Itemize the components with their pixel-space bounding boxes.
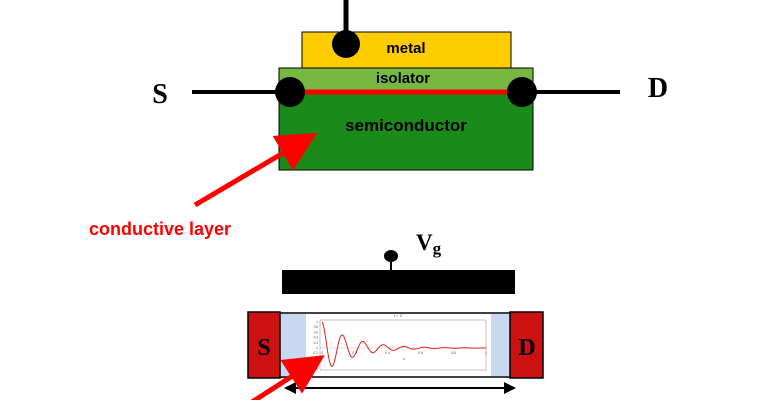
source-electrode bbox=[247, 311, 281, 379]
bottom-drain-label: D bbox=[518, 335, 535, 361]
plot-y-tick-label: -0.4 bbox=[313, 356, 319, 360]
isolator-label: isolator bbox=[376, 70, 430, 87]
top-source-label: S bbox=[152, 79, 168, 110]
semiconductor-label: semiconductor bbox=[345, 116, 467, 135]
plot-y-tick-label: 0.6 bbox=[314, 330, 319, 334]
plot-y-tick-label: 0.2 bbox=[314, 341, 319, 345]
gate-contact bbox=[332, 30, 360, 58]
plot-y-tick-label: 0.8 bbox=[314, 325, 319, 329]
drain-contact bbox=[507, 77, 537, 107]
plot-y-tick-label: -0.8 bbox=[313, 367, 319, 371]
plot-area bbox=[319, 319, 487, 371]
top-drain-label: D bbox=[648, 73, 668, 104]
plot-x-tick-label: 0 bbox=[321, 351, 323, 355]
damped-wave-curve bbox=[321, 321, 486, 368]
channel-right-edge bbox=[491, 314, 510, 376]
bottom-source-label: S bbox=[257, 335, 270, 361]
plot-y-tick-label: 0.4 bbox=[314, 336, 319, 340]
metal-label: metal bbox=[386, 40, 425, 57]
plot-y-tick-label: 1 bbox=[316, 320, 318, 324]
plot-title: t = 0 bbox=[394, 313, 403, 318]
plot-x-ticks: 0 0.2 0.4 0.6 0.8 1 bbox=[321, 351, 487, 355]
drain-electrode bbox=[509, 311, 544, 379]
semiconductor-layer bbox=[278, 89, 534, 171]
plot-y-tick-label: -0.6 bbox=[313, 362, 319, 366]
plot-y-tick-label: 0 bbox=[316, 346, 318, 350]
gate-voltage-label: Vg bbox=[416, 230, 442, 258]
plot-x-tick-label: 0.2 bbox=[352, 351, 357, 355]
source-contact bbox=[275, 77, 305, 107]
gate-terminal-knob bbox=[384, 250, 398, 262]
conductive-layer-arrow bbox=[193, 132, 318, 208]
plot-y-tick-label: -0.2 bbox=[313, 351, 319, 355]
plot-x-tick-label: 0.6 bbox=[418, 351, 423, 355]
plot-x-tick-label: 0.8 bbox=[451, 351, 456, 355]
plot-x-tick-label: 1 bbox=[485, 351, 487, 355]
bottom-pointer-arrow bbox=[250, 355, 325, 400]
plot-x-label: x bbox=[403, 356, 405, 361]
gate-electrode bbox=[282, 270, 515, 294]
conductive-layer-label: conductive layer bbox=[89, 219, 231, 239]
channel-left-edge bbox=[280, 314, 306, 376]
plot-x-tick-label: 0.4 bbox=[385, 351, 390, 355]
